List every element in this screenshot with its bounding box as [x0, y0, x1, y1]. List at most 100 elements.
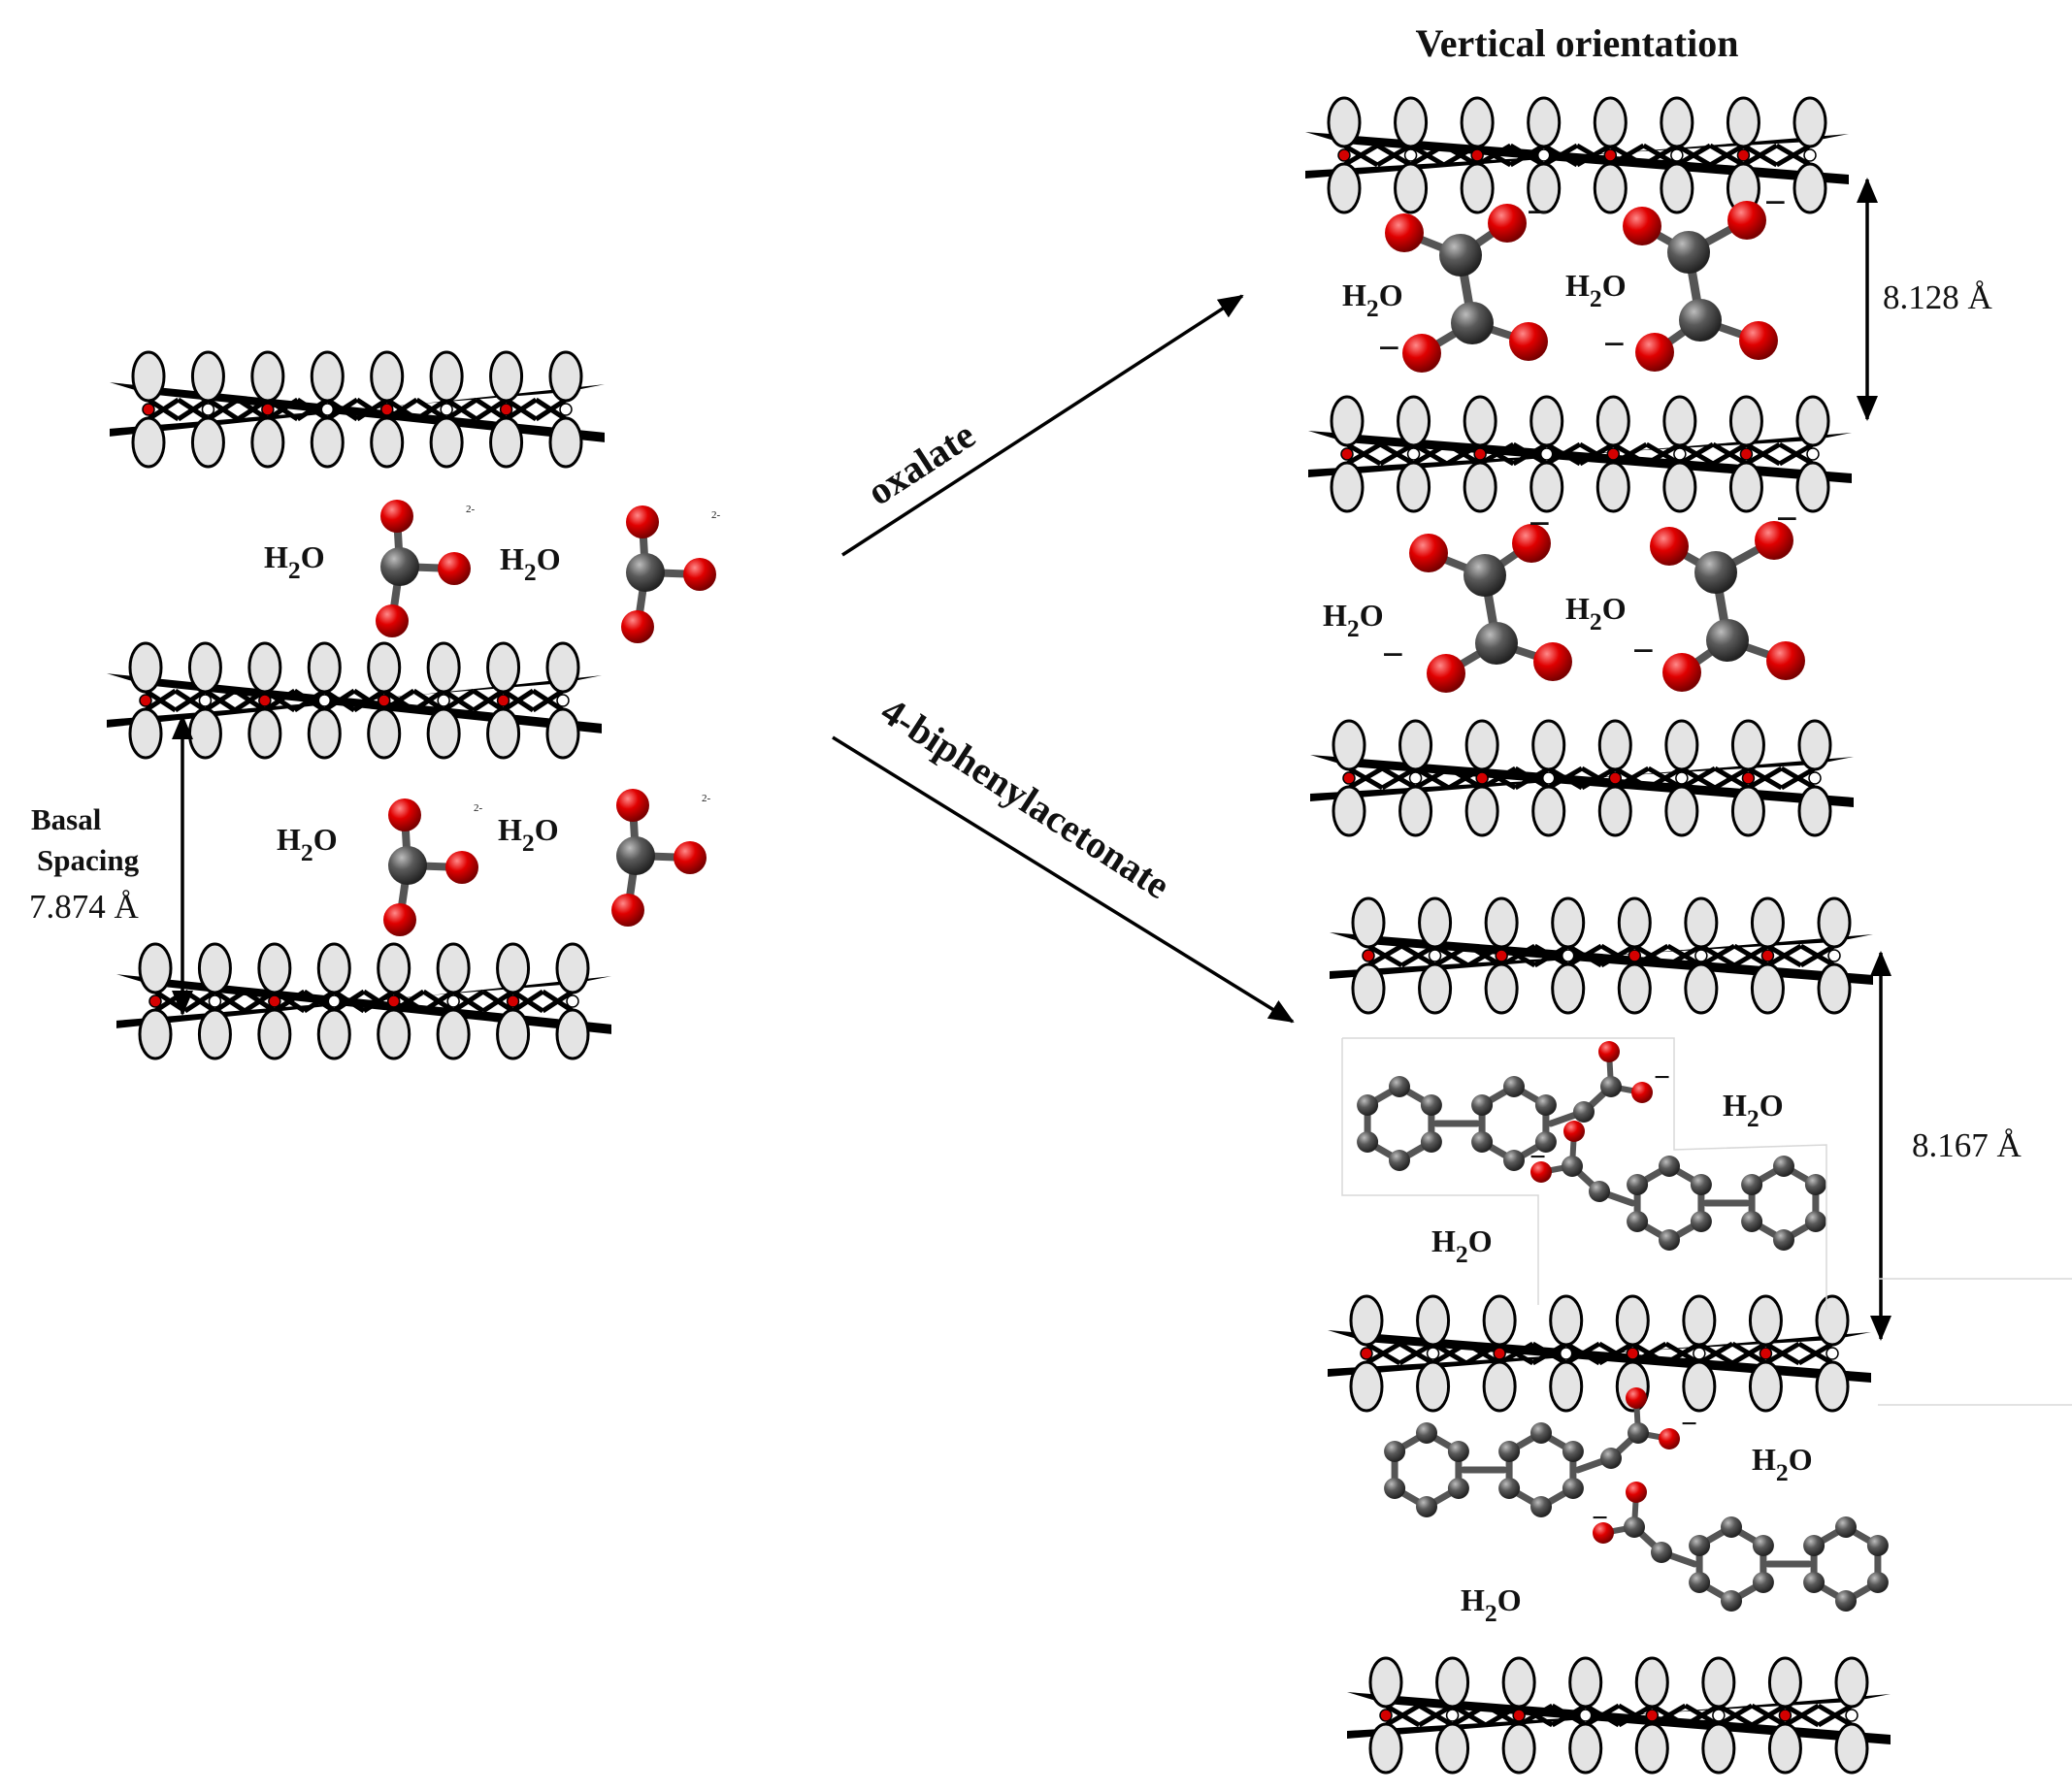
metal-site — [327, 994, 342, 1008]
hydroxyl-lobe — [1682, 1360, 1717, 1413]
hydroxyl-lobe — [1634, 1722, 1669, 1775]
carbon-atom — [1389, 1150, 1410, 1171]
layer-edge — [1484, 1703, 1521, 1728]
oxygen-atom — [1402, 334, 1441, 373]
layer-edge — [1666, 943, 1703, 968]
layer-edge — [1580, 766, 1617, 791]
metal-cation — [1626, 1347, 1640, 1360]
negative-charge: − — [1382, 633, 1404, 676]
hydroxyl-lobe — [1332, 785, 1366, 837]
hydroxyl-lobe — [1617, 962, 1652, 1015]
biphenylacetonate-anion: − — [1384, 1387, 1697, 1517]
metal-site — [201, 403, 215, 416]
oxalate-anion — [1650, 521, 1805, 692]
hydroxide-layer — [110, 350, 605, 469]
layer-edge — [1414, 766, 1451, 791]
water-label: H2O — [264, 539, 325, 584]
layer-edge — [204, 688, 237, 713]
carbon-atom — [616, 836, 655, 875]
metal-cation — [499, 403, 513, 416]
carbon-atom — [1471, 1131, 1494, 1153]
layer-edge — [1478, 441, 1515, 467]
metal-site — [1426, 1347, 1440, 1360]
hydroxyl-lobe — [1327, 96, 1362, 148]
hydroxyl-lobe — [1701, 1656, 1736, 1709]
layer-edge — [1376, 143, 1412, 168]
carbon-atom — [1866, 1572, 1889, 1593]
hydroxyl-lobe — [250, 350, 285, 403]
hydroxyl-lobe — [486, 641, 521, 694]
carbon-atom — [1721, 1590, 1742, 1612]
metal-site — [1578, 1709, 1593, 1722]
hydroxyl-lobe — [1615, 1294, 1650, 1347]
metal-site — [1803, 148, 1817, 162]
water-label: H2O — [1461, 1582, 1522, 1627]
hydroxyl-lobe — [1660, 162, 1694, 214]
carbon-atom — [626, 553, 665, 592]
layer-edge — [1342, 143, 1379, 168]
layer-edge — [1531, 1341, 1567, 1366]
oxygen-atom — [1563, 1121, 1585, 1142]
carbon-atom — [1627, 1211, 1649, 1232]
layer-edge — [502, 688, 535, 713]
hydroxyl-lobe — [1529, 395, 1564, 447]
layer-edge — [355, 397, 389, 422]
layer-edge — [1609, 143, 1645, 168]
layer-edge — [1614, 766, 1650, 791]
hydroxyl-lobe — [1662, 395, 1697, 447]
hydroxyl-lobe — [545, 707, 580, 760]
hydroxyl-lobe — [377, 1008, 411, 1060]
oxygen-atom — [1635, 333, 1674, 372]
hydroxyl-lobe — [1398, 785, 1433, 837]
oxygen-atom — [1623, 207, 1661, 245]
hydroxyl-lobe — [1327, 162, 1362, 214]
layer-edge — [1517, 1703, 1554, 1728]
water-label: H2O — [1565, 268, 1627, 312]
water-label: H2O — [1323, 598, 1384, 642]
basal-spacing-value: 7.874 Å — [29, 888, 140, 926]
hydroxyl-lobe — [1368, 1722, 1403, 1775]
carbon-atom — [1694, 551, 1737, 594]
hydroxyl-lobe — [1664, 785, 1699, 837]
layer-edge — [1365, 1341, 1401, 1366]
metal-cation — [268, 994, 281, 1008]
hydroxyl-lobe — [1398, 719, 1433, 771]
hydroxyl-lobe — [1815, 1294, 1850, 1347]
hydroxyl-lobe — [1330, 395, 1365, 447]
carbon-atom — [1530, 1422, 1552, 1444]
water-label: H2O — [498, 812, 559, 857]
hydroxyl-lobe — [496, 942, 531, 994]
carbon-atom — [1451, 302, 1494, 344]
hydroxyl-lobe — [1463, 395, 1497, 447]
carbon-atom — [1689, 1572, 1711, 1593]
metal-site — [1541, 771, 1556, 785]
hydroxyl-lobe — [1482, 1294, 1517, 1347]
oxygen-atom — [626, 505, 659, 538]
layer-edge — [1542, 143, 1579, 168]
layer-edge — [1447, 766, 1484, 791]
layer-edge — [144, 688, 178, 713]
oxygen-atom — [438, 552, 471, 585]
biphenylacetonate-anion: − — [1357, 1041, 1670, 1171]
hydroxyl-lobe — [1351, 962, 1386, 1015]
metal-site — [1712, 1709, 1726, 1722]
hydroxyl-lobe — [1593, 162, 1628, 214]
oxygen-atom — [1650, 527, 1689, 566]
layer-edge — [1745, 441, 1781, 467]
metal-site — [1675, 771, 1689, 785]
layer-edge — [1642, 143, 1679, 168]
hydroxyl-lobe — [1817, 896, 1852, 949]
layer-edge — [1597, 1341, 1634, 1366]
water-label: H2O — [1342, 277, 1403, 322]
carbon-atom — [1659, 1229, 1680, 1251]
hydroxyl-lobe — [1748, 1294, 1783, 1347]
carbon-atom — [1628, 1422, 1649, 1444]
hydroxyl-lobe — [548, 350, 583, 403]
negative-charge: − — [1529, 1141, 1546, 1173]
layer-edge — [1409, 143, 1446, 168]
carbon-atom — [1384, 1441, 1406, 1462]
metal-cation — [1512, 1709, 1526, 1722]
metal-cation — [1379, 1709, 1393, 1722]
hydroxyl-lobe — [1730, 719, 1765, 771]
